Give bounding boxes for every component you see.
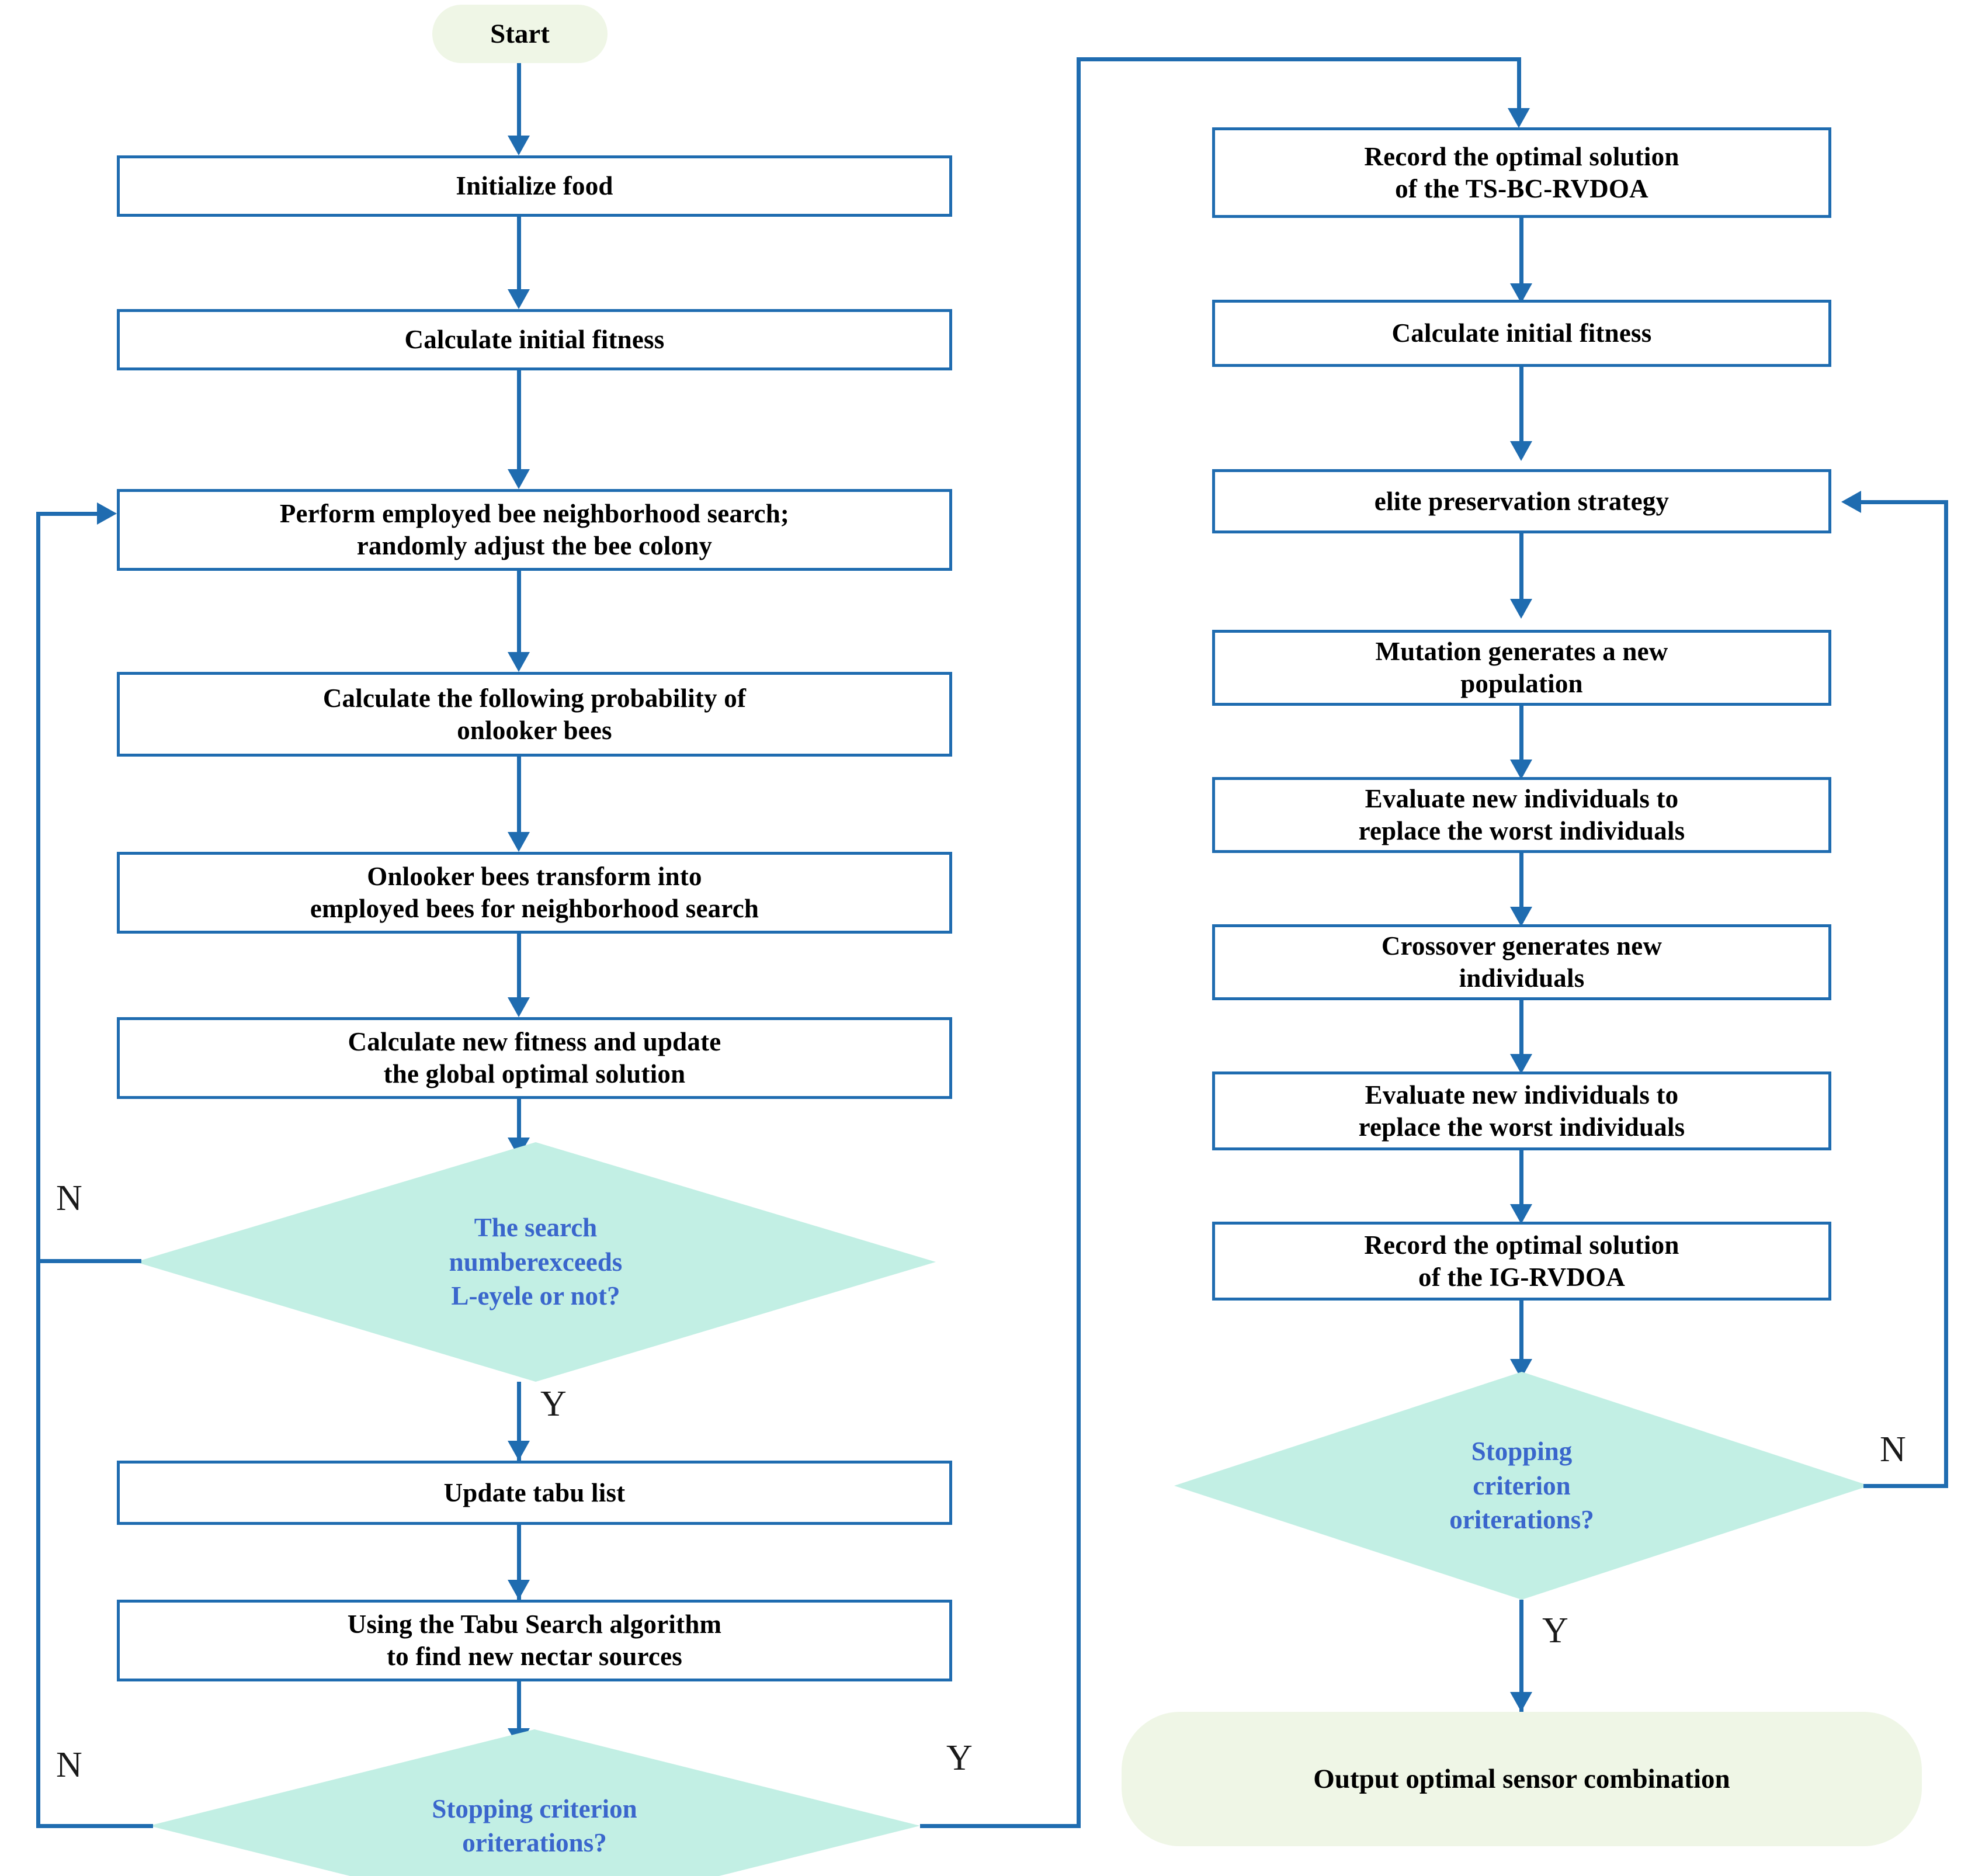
connector-calc-fitness-to-elite (1519, 367, 1523, 457)
arrowhead-transform-to-newfitness (508, 997, 530, 1017)
process-record-ig-rvdoa-label: Record the optimal solution of the IG-RV… (1364, 1230, 1679, 1292)
terminal-output-label: Output optimal sensor combination (1313, 1763, 1730, 1794)
arrowhead-tabu-list-to-tabu-search (508, 1580, 530, 1600)
terminal-start-label: Start (490, 18, 550, 49)
connector-newfitness-to-decision1 (517, 1099, 521, 1152)
process-onlooker-transform: Onlooker bees transform into employed be… (117, 852, 952, 934)
connector-decision-right-yes (1519, 1600, 1523, 1717)
process-evaluate-replace-worst-1-label: Evaluate new individuals to replace the … (1358, 784, 1685, 845)
process-initialize-food: Initialize food (117, 155, 952, 217)
process-crossover-new-individuals: Crossover generates new individuals (1212, 924, 1831, 1000)
connector-crossover-to-evaluate2 (1519, 1000, 1523, 1070)
connector-record-ig-to-decision (1519, 1301, 1523, 1376)
process-tabu-search-nectar: Using the Tabu Search algorithm to find … (117, 1600, 952, 1681)
connector-employed-bee-to-probability (517, 571, 521, 658)
connector-decision2-yes-down-into-record (1517, 57, 1521, 122)
connector-decision1-yes (517, 1382, 521, 1466)
branch-label-decision-right-no: N (1880, 1430, 1906, 1469)
arrowhead-elite-to-mutation (1510, 599, 1532, 619)
process-calculate-initial-fitness-right: Calculate initial fitness (1212, 300, 1831, 367)
process-onlooker-transform-label: Onlooker bees transform into employed be… (310, 862, 759, 923)
process-employed-bee-search-label: Perform employed bee neighborhood search… (279, 499, 790, 560)
connector-decision1-no-vertical (36, 512, 40, 1263)
connector-evaluate1-to-crossover (1519, 853, 1523, 923)
process-update-tabu-list-label: Update tabu list (443, 1478, 626, 1507)
process-mutation-new-population: Mutation generates a new population (1212, 630, 1831, 706)
process-update-tabu-list: Update tabu list (117, 1461, 952, 1525)
arrowhead-crossover-to-evaluate2 (1510, 1054, 1532, 1074)
connector-start-to-initialize (517, 63, 521, 142)
process-employed-bee-search: Perform employed bee neighborhood search… (117, 489, 952, 571)
decision-stopping-criterion-left-label: Stopping criterion oriterations? (432, 1794, 637, 1858)
arrowhead-start-to-initialize (508, 136, 530, 155)
terminal-output-optimal-sensor-combination: Output optimal sensor combination (1122, 1712, 1922, 1846)
decision-stopping-criterion-right: Stopping criterion oriterations? (1174, 1372, 1869, 1600)
decision-search-number-exceeds-label: The search numberexceeds L-eyele or not? (449, 1213, 623, 1311)
arrowhead-evaluate1-to-crossover (1510, 907, 1532, 927)
connector-decision1-no-horizontal (36, 1259, 141, 1263)
process-record-ig-rvdoa: Record the optimal solution of the IG-RV… (1212, 1222, 1831, 1301)
process-mutation-new-population-label: Mutation generates a new population (1375, 637, 1668, 698)
connector-tabu-list-to-tabu-search (517, 1525, 521, 1601)
branch-label-decision2-yes: Y (946, 1738, 973, 1778)
process-calculate-initial-fitness-left-label: Calculate initial fitness (404, 325, 665, 355)
arrowhead-decision1-yes (508, 1441, 530, 1461)
process-evaluate-replace-worst-2-label: Evaluate new individuals to replace the … (1358, 1080, 1685, 1142)
process-evaluate-replace-worst-1: Evaluate new individuals to replace the … (1212, 777, 1831, 853)
process-calculate-new-fitness: Calculate new fitness and update the glo… (117, 1017, 952, 1099)
connector-decision-right-no-into-elite (1861, 500, 1948, 504)
branch-label-decision2-no: N (56, 1745, 82, 1785)
process-onlooker-probability-label: Calculate the following probability of o… (322, 683, 747, 745)
connector-decision-right-no-vertical (1944, 500, 1948, 1486)
process-tabu-search-nectar-label: Using the Tabu Search algorithm to find … (347, 1610, 722, 1671)
connector-decision2-yes-top-horizontal (1077, 57, 1521, 61)
connector-decision2-no-vertical (36, 1259, 40, 1826)
decision-search-number-exceeds: The search numberexceeds L-eyele or not? (136, 1142, 936, 1382)
connector-decision2-no-horizontal (36, 1824, 153, 1828)
arrowhead-decision1-no-into-employed-bee (97, 502, 117, 525)
process-initialize-food-label: Initialize food (456, 171, 613, 201)
decision-stopping-criterion-left: Stopping criterion oriterations? (149, 1729, 920, 1876)
connector-tabu-search-to-decision2 (517, 1681, 521, 1743)
branch-label-decision1-yes: Y (540, 1384, 567, 1424)
connector-decision1-no-to-box (36, 512, 100, 516)
process-record-ts-bc-rvdoa-label: Record the optimal solution of the TS-BC… (1364, 141, 1679, 203)
arrowhead-decision2-yes-into-record (1508, 108, 1530, 128)
process-calculate-initial-fitness-left: Calculate initial fitness (117, 309, 952, 370)
connector-evaluate2-to-record-ig (1519, 1150, 1523, 1220)
process-onlooker-probability: Calculate the following probability of o… (117, 672, 952, 757)
process-elite-preservation-strategy-label: elite preservation strategy (1374, 486, 1670, 516)
connector-decision2-yes-vertical (1077, 57, 1081, 1826)
arrowhead-initialize-to-calc-fitness (508, 289, 530, 309)
process-record-ts-bc-rvdoa: Record the optimal solution of the TS-BC… (1212, 127, 1831, 218)
terminal-start: Start (432, 5, 608, 63)
connector-initialize-to-calc-fitness (517, 217, 521, 296)
connector-calc-fitness-to-employed-bee (517, 370, 521, 476)
connector-decision2-yes-horizontal (920, 1824, 1081, 1828)
arrowhead-calc-fitness-to-elite (1510, 441, 1532, 461)
branch-label-decision-right-yes: Y (1542, 1611, 1568, 1650)
process-crossover-new-individuals-label: Crossover generates new individuals (1381, 931, 1662, 993)
arrowhead-mutation-to-evaluate1 (1510, 760, 1532, 779)
arrowhead-employed-bee-to-probability (508, 652, 530, 672)
arrowhead-evaluate2-to-record-ig (1510, 1204, 1532, 1224)
connector-record-to-calc-fitness-right (1519, 218, 1523, 300)
connector-probability-to-transform (517, 757, 521, 838)
connector-transform-to-newfitness (517, 934, 521, 1004)
connector-decision-right-no-horizontal (1863, 1484, 1948, 1488)
connector-mutation-to-evaluate1 (1519, 706, 1523, 776)
connector-elite-to-mutation (1519, 533, 1523, 615)
decision-stopping-criterion-right-label: Stopping criterion oriterations? (1449, 1437, 1594, 1535)
process-elite-preservation-strategy: elite preservation strategy (1212, 469, 1831, 533)
arrowhead-calc-fitness-to-employed-bee (508, 469, 530, 489)
process-calculate-new-fitness-label: Calculate new fitness and update the glo… (348, 1027, 721, 1088)
process-evaluate-replace-worst-2: Evaluate new individuals to replace the … (1212, 1071, 1831, 1150)
arrowhead-probability-to-transform (508, 832, 530, 852)
arrowhead-decision-right-yes (1510, 1692, 1532, 1712)
branch-label-decision1-no: N (56, 1178, 82, 1218)
process-calculate-initial-fitness-right-label: Calculate initial fitness (1391, 318, 1652, 348)
arrowhead-decision-right-no-into-elite (1841, 491, 1861, 513)
